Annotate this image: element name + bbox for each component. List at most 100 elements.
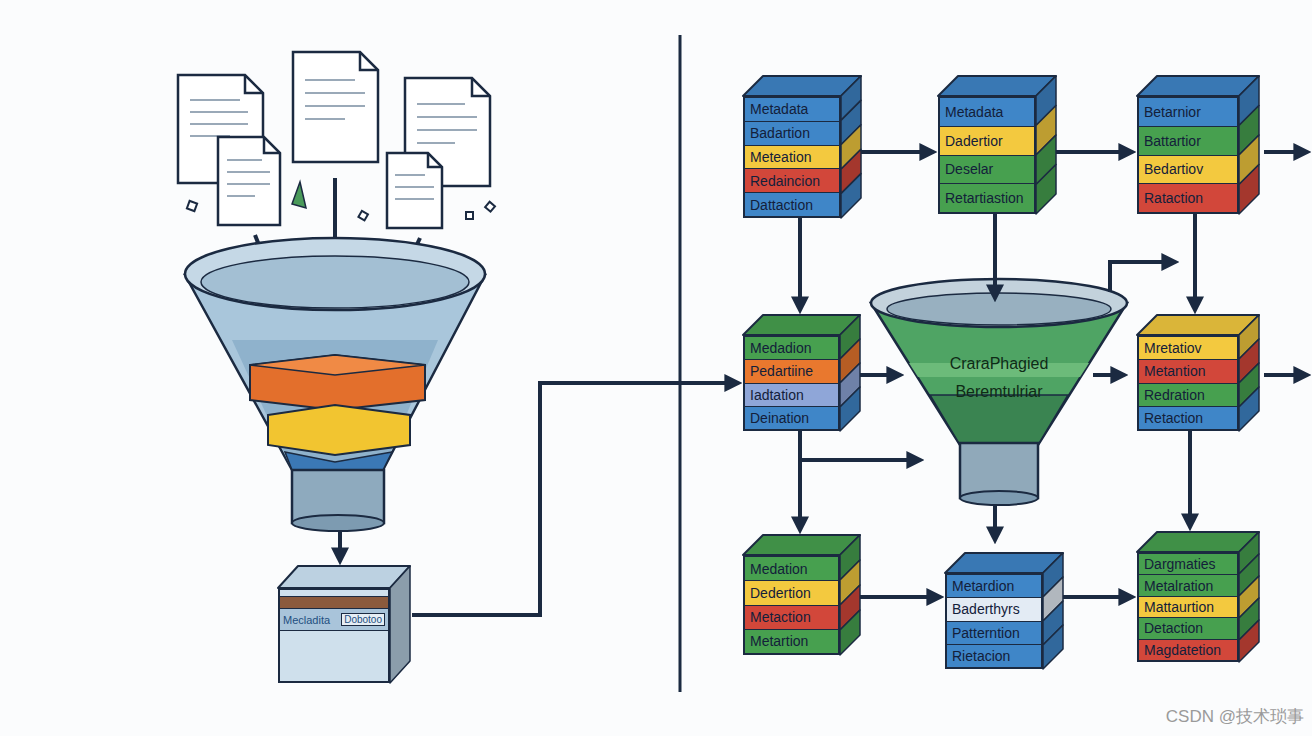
text-line	[190, 99, 240, 101]
band-label: Metalration	[1139, 574, 1237, 595]
box-side-face	[840, 387, 860, 431]
document-icon	[293, 52, 378, 162]
band-label: Metadata	[745, 98, 839, 121]
text-line	[417, 142, 455, 144]
box-3d-faces	[1137, 315, 1259, 431]
band-label: Metadata	[940, 98, 1034, 126]
band-label: Rietacion	[947, 644, 1041, 667]
text-line	[305, 118, 345, 120]
data-stack: MetardionBaderthyrsPatterntionRietacion	[945, 573, 1043, 669]
text-line	[227, 183, 270, 185]
box-side-face	[1036, 165, 1056, 215]
text-line	[227, 159, 262, 161]
document-fold	[264, 137, 280, 153]
box-side-face	[840, 610, 860, 655]
document-icon	[218, 137, 280, 225]
box-side-face	[1239, 620, 1259, 662]
band-label: Mretatiov	[1139, 337, 1237, 359]
text-line	[190, 123, 248, 125]
band-label: Rataction	[1139, 183, 1237, 212]
confetti	[485, 202, 495, 212]
flow-arrow	[861, 150, 932, 154]
flow-arrow	[1188, 431, 1192, 526]
document-icon	[387, 153, 442, 228]
flow-arrow	[993, 505, 997, 539]
cube-band	[280, 596, 388, 609]
band-label: Metartion	[745, 629, 838, 653]
text-line	[395, 174, 425, 176]
band-label: Bedartiov	[1139, 155, 1237, 184]
flow-arrow	[798, 431, 802, 529]
flow-arrow	[1110, 262, 1174, 292]
funnel-band	[250, 355, 425, 410]
text-line	[305, 92, 365, 94]
box-3d-faces	[938, 76, 1056, 214]
funnel-band	[268, 405, 410, 455]
text-line	[417, 103, 465, 105]
funnel-node: CraraPhagiedBeremtulriar	[868, 275, 1130, 505]
document-fold	[245, 75, 263, 93]
document-lines	[227, 160, 434, 199]
text-line	[395, 186, 434, 188]
funnel-rim	[185, 238, 485, 310]
band-label: Medation	[745, 557, 838, 580]
divider-line	[679, 35, 682, 692]
band-label: Deination	[745, 406, 838, 429]
document-lines	[190, 80, 477, 143]
band-label: Detaction	[1139, 617, 1237, 638]
flow-arrow	[1193, 214, 1197, 309]
text-line	[227, 171, 270, 173]
band-label: Dadertior	[940, 126, 1034, 155]
cube-label: Mecladita	[283, 614, 330, 626]
box-side-face	[1239, 387, 1259, 431]
box-3d-faces	[278, 566, 410, 683]
band-label: Metantion	[1139, 359, 1237, 382]
band-label: Battartior	[1139, 126, 1237, 155]
band-label: Badartion	[745, 121, 839, 145]
box-top-face	[1137, 315, 1259, 335]
funnel-band	[930, 395, 1068, 445]
document-fold	[472, 78, 490, 96]
band-label: Metaction	[745, 605, 838, 629]
flow-arrow	[1063, 595, 1131, 599]
box-3d-faces	[945, 553, 1063, 669]
funnel-rim	[871, 279, 1127, 327]
data-stack: MedationDedertionMetactionMetartion	[743, 555, 840, 655]
funnel-shade	[232, 340, 438, 476]
confetti	[358, 211, 368, 221]
data-stack: MetadataBadartionMeteationRedaincionDatt…	[743, 96, 841, 218]
data-stack: MetadataDadertiorDeselarRetartiastion	[938, 96, 1036, 214]
band-label: Metardion	[947, 575, 1041, 597]
box-3d-faces	[1137, 76, 1259, 214]
band-label: Magdatetion	[1139, 639, 1237, 660]
cube-label: Dobotoo	[341, 613, 385, 626]
band-label: Patterntion	[947, 621, 1041, 644]
box-side-face	[1239, 165, 1259, 215]
band-label: Betarnior	[1139, 98, 1237, 126]
confetti	[292, 182, 306, 208]
flow-arrow	[1056, 150, 1131, 154]
box-top-face	[1137, 76, 1259, 96]
band-label: Baderthyrs	[947, 597, 1041, 620]
text-line	[305, 79, 355, 81]
band-label: Dargmaties	[1139, 554, 1237, 574]
confetti	[466, 212, 473, 219]
flow-arrow	[1093, 373, 1123, 377]
band-label: Dattaction	[745, 192, 839, 216]
funnel-label: Beremtulriar	[868, 383, 1130, 401]
band-label: Meteation	[745, 145, 839, 169]
box-top-face	[1137, 532, 1259, 552]
box-side-face	[841, 174, 861, 218]
funnel-neck-end	[292, 515, 384, 531]
band-label: Dedertion	[745, 580, 838, 604]
flow-arrow	[860, 595, 939, 599]
watermark: CSDN @技术琐事	[1166, 705, 1304, 728]
flow-arrow	[798, 218, 802, 309]
document-fold	[428, 153, 442, 167]
box-3d-faces	[743, 76, 861, 218]
box-top-face	[278, 566, 410, 588]
funnel-opening	[887, 293, 1111, 325]
output-arrow	[338, 532, 342, 560]
box-3d-faces	[1137, 532, 1259, 662]
